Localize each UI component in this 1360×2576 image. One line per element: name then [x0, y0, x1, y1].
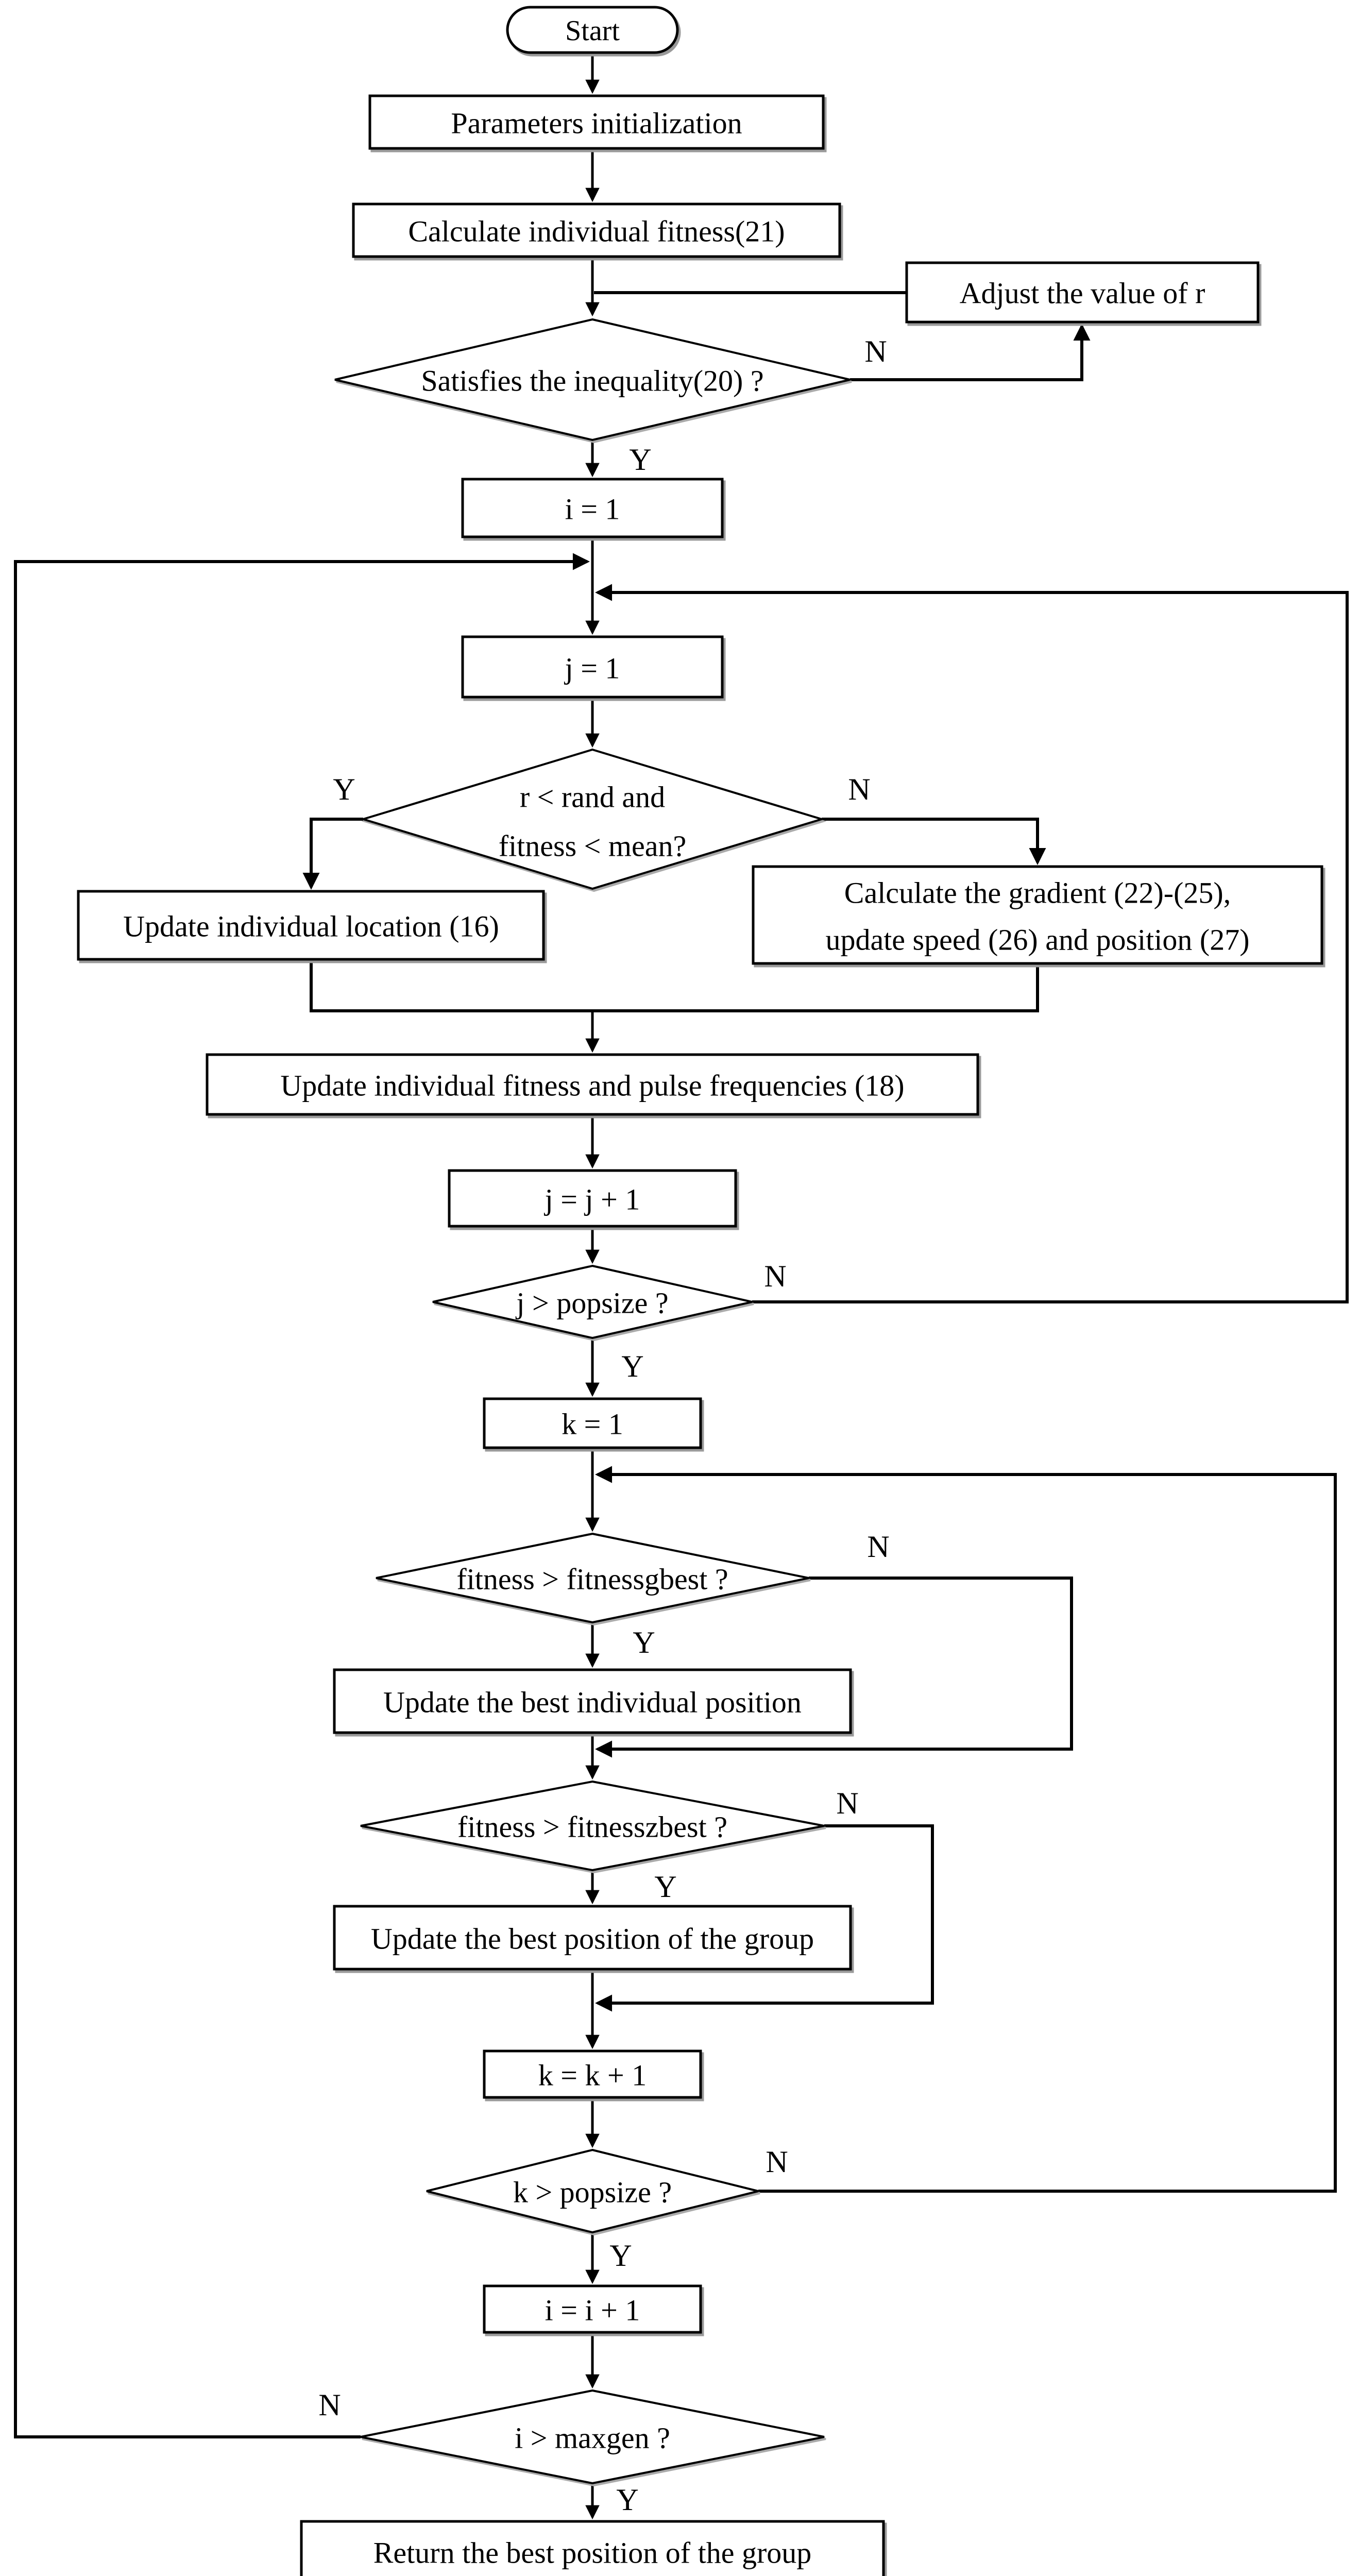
label-j-check-yes: Y	[621, 1349, 643, 1383]
node-update-location-label: Update individual location (16)	[123, 910, 499, 943]
edge-randcheck-no	[822, 818, 1046, 865]
node-j-init	[461, 635, 724, 699]
label-i-check-yes: Y	[616, 2483, 638, 2517]
label-k-check-yes: Y	[609, 2239, 632, 2273]
node-return-best	[300, 2520, 885, 2576]
edge-jpopsize-no-loop	[595, 584, 1349, 1303]
edge-inequality-no-to-adjustr	[850, 324, 1091, 381]
node-calc-gradient	[752, 865, 1323, 965]
label-inequality-yes: Y	[629, 443, 651, 477]
node-i-check	[360, 2389, 825, 2485]
node-k-inc	[483, 2049, 702, 2099]
node-gbest-check-label: fitness > fitnessgbest ?	[456, 1563, 728, 1596]
node-i-inc	[483, 2284, 702, 2334]
node-k-check-label: k > popsize ?	[513, 2176, 672, 2209]
node-j-inc	[448, 1169, 737, 1228]
node-zbest-check	[360, 1780, 825, 1872]
node-gbest-check	[376, 1532, 809, 1624]
label-gbest-check-no: N	[867, 1530, 889, 1564]
node-update-zbest-label: Update the best position of the group	[371, 1922, 814, 1956]
node-update-gbest-label: Update the best individual position	[383, 1686, 802, 1719]
node-return-best-label: Return the best position of the group	[373, 2536, 812, 2570]
node-k-inc-label: k = k + 1	[538, 2059, 647, 2092]
node-params-init-label: Parameters initialization	[451, 107, 742, 140]
node-i-init	[461, 478, 724, 538]
label-zbest-check-no: N	[836, 1786, 858, 1820]
node-j-check	[432, 1264, 753, 1340]
node-zbest-check-label: fitness > fitnesszbest ?	[457, 1810, 727, 1844]
node-calc-fitness-label: Calculate individual fitness(21)	[408, 215, 785, 248]
edge-branch-merge-bar	[310, 959, 1039, 1012]
label-j-check-no: N	[764, 1259, 786, 1293]
node-start-label: Start	[565, 15, 620, 47]
node-rand-check-line2: fitness < mean?	[499, 829, 686, 863]
node-calc-gradient-line2: update speed (26) and position (27)	[825, 923, 1249, 957]
label-i-check-no: N	[318, 2388, 341, 2422]
node-k-init-label: k = 1	[562, 1408, 623, 1441]
node-j-inc-label: j = j + 1	[544, 1183, 640, 1216]
node-update-gbest	[333, 1668, 852, 1734]
node-update-fitness	[206, 1053, 979, 1116]
node-rand-check	[360, 748, 825, 890]
node-k-init	[483, 1397, 702, 1449]
node-inequality-check	[334, 318, 851, 442]
node-adjust-r	[905, 261, 1260, 324]
node-j-init-label: j = 1	[564, 652, 620, 685]
node-j-check-label: j > popsize ?	[515, 1286, 668, 1320]
label-rand-check-yes: Y	[333, 772, 355, 806]
label-k-check-no: N	[766, 2145, 788, 2179]
edge-gbestcheck-no-bypass	[595, 1577, 1073, 1758]
node-inequality-check-label: Satisfies the inequality(20) ?	[421, 364, 763, 398]
label-zbest-check-yes: Y	[654, 1870, 676, 1904]
node-i-init-label: i = 1	[565, 493, 620, 526]
node-update-fitness-label: Update individual fitness and pulse freq…	[280, 1069, 904, 1103]
node-i-inc-label: i = i + 1	[545, 2294, 640, 2327]
node-k-check	[426, 2148, 759, 2234]
node-adjust-r-label: Adjust the value of r	[960, 277, 1205, 310]
node-params-init	[368, 94, 825, 150]
node-update-zbest	[333, 1905, 852, 1971]
label-gbest-check-yes: Y	[633, 1625, 655, 1659]
node-rand-check-line1: r < rand and	[520, 781, 665, 814]
edge-imaxgen-no-loop	[14, 553, 590, 2438]
node-calc-fitness	[352, 202, 841, 258]
node-start	[506, 6, 679, 54]
edge-randcheck-yes	[302, 818, 363, 890]
label-inequality-no: N	[864, 334, 887, 368]
label-rand-check-no: N	[848, 772, 870, 806]
edge-kpopsize-no-loop	[595, 1466, 1337, 2193]
node-update-location	[77, 890, 545, 961]
node-i-check-label: i > maxgen ?	[515, 2421, 670, 2455]
node-calc-gradient-line1: Calculate the gradient (22)-(25),	[844, 876, 1231, 910]
edge-zbestcheck-no-bypass	[595, 1824, 934, 2012]
